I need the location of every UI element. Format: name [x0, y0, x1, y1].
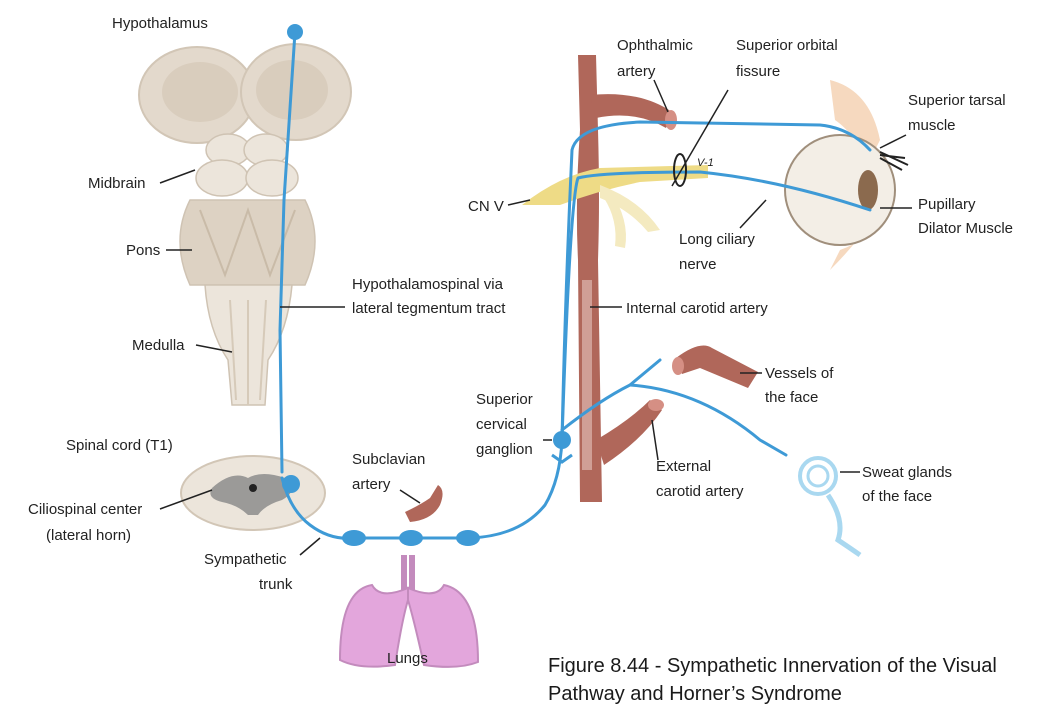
- subclavian-artery-illustration: [405, 485, 443, 522]
- label-sof-2: fissure: [736, 63, 780, 80]
- figure-caption: Figure 8.44 - Sympathetic Innervation of…: [548, 655, 997, 705]
- label-pupillary-1: Pupillary: [918, 196, 976, 213]
- label-ophthalmic-1: Ophthalmic: [617, 37, 693, 54]
- label-pupillary-2: Dilator Muscle: [918, 220, 1013, 237]
- label-superior-cervical-3: ganglion: [476, 441, 533, 458]
- label-superior-tarsal-1: Superior tarsal: [908, 92, 1006, 109]
- labels: Hypothalamus Midbrain Pons Medulla Spina…: [28, 15, 1013, 667]
- label-spinal-cord: Spinal cord (T1): [66, 437, 173, 454]
- label-pons: Pons: [126, 242, 160, 259]
- label-lungs: Lungs: [387, 650, 428, 667]
- label-ophthalmic-2: artery: [617, 63, 656, 80]
- caption-line-1: Figure 8.44 - Sympathetic Innervation of…: [548, 655, 997, 677]
- label-sweat-2: of the face: [862, 488, 932, 505]
- spinal-cord-section: [180, 455, 326, 531]
- leader-lines: [159, 79, 912, 556]
- caption-line-2: Pathway and Horner’s Syndrome: [548, 683, 842, 705]
- label-ciliospinal-2: (lateral horn): [46, 527, 131, 544]
- label-subclavian-2: artery: [352, 476, 391, 493]
- label-hypothalamospinal-1: Hypothalamospinal via: [352, 276, 504, 293]
- label-sweat-1: Sweat glands: [862, 464, 952, 481]
- label-sympathetic-1: Sympathetic: [204, 551, 287, 568]
- face-vessels-illustration: [672, 345, 758, 388]
- label-superior-tarsal-2: muscle: [908, 117, 956, 134]
- label-superior-cervical-1: Superior: [476, 391, 533, 408]
- sweat-gland-illustration: [798, 456, 862, 558]
- label-v1: V-1: [697, 157, 714, 169]
- label-long-ciliary-1: Long ciliary: [679, 231, 755, 248]
- label-superior-cervical-2: cervical: [476, 416, 527, 433]
- lungs-illustration: [338, 555, 480, 668]
- label-medulla: Medulla: [132, 337, 185, 354]
- label-ciliospinal-1: Ciliospinal center: [28, 501, 142, 518]
- sympathetic-pathway: [278, 24, 872, 546]
- label-vessels-2: the face: [765, 389, 818, 406]
- eye-illustration: [784, 80, 909, 270]
- label-midbrain: Midbrain: [88, 175, 146, 192]
- label-cn5: CN V: [468, 198, 504, 215]
- label-external-carotid-1: External: [656, 458, 711, 475]
- label-vessels-1: Vessels of: [765, 365, 834, 382]
- carotid-illustration: [576, 55, 677, 502]
- label-hypothalamospinal-2: lateral tegmentum tract: [352, 300, 506, 317]
- label-sof-1: Superior orbital: [736, 37, 838, 54]
- label-internal-carotid: Internal carotid artery: [626, 300, 768, 317]
- label-sympathetic-2: trunk: [259, 576, 293, 593]
- label-long-ciliary-2: nerve: [679, 256, 717, 273]
- label-subclavian-1: Subclavian: [352, 451, 425, 468]
- label-external-carotid-2: carotid artery: [656, 483, 744, 500]
- label-hypothalamus: Hypothalamus: [112, 15, 208, 32]
